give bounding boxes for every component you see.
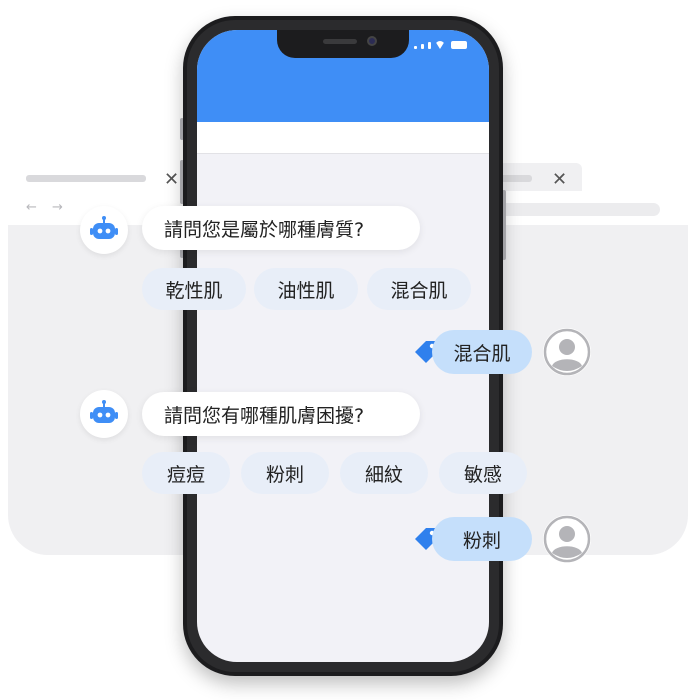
user-message-skin-concern: 粉刺 [432,517,532,561]
bot-message-skin-concern: 請問您有哪種肌膚困擾? [142,392,420,436]
option-blackheads[interactable]: 粉刺 [241,452,329,494]
user-message-skin-type: 混合肌 [432,330,532,374]
option-fine-lines[interactable]: 細紋 [340,452,428,494]
option-combination-skin[interactable]: 混合肌 [367,268,471,310]
bg-tab-title-left [26,175,146,182]
option-dry-skin[interactable]: 乾性肌 [142,268,246,310]
user-avatar-svg [543,515,591,563]
robot-icon [80,390,128,438]
robot-icon [80,206,128,254]
phone-power-button [502,190,506,260]
option-sensitive[interactable]: 敏感 [439,452,527,494]
user-avatar-svg [543,328,591,376]
bg-browser-window-right [490,225,688,555]
speaker-grille [323,39,357,44]
status-bar-icons [414,41,467,49]
close-icon[interactable]: ✕ [164,169,180,190]
option-acne[interactable]: 痘痘 [142,452,230,494]
user-avatar-icon [543,515,591,563]
phone-mute-switch [180,118,184,140]
front-camera [367,36,377,46]
app-subheader [197,122,489,154]
signal-icon [414,46,417,49]
bot-message-skin-type: 請問您是屬於哪種膚質? [142,206,420,250]
forward-arrow-icon[interactable]: → [52,200,63,215]
close-icon[interactable]: ✕ [552,169,568,190]
user-avatar-icon [543,328,591,376]
back-arrow-icon[interactable]: ← [26,200,37,215]
bg-tab-title-right [498,175,532,182]
phone-volume-up [180,160,184,204]
bg-address-bar [498,203,660,216]
robot-icon-svg [90,216,118,239]
battery-icon [451,41,467,49]
robot-icon-svg [90,400,118,423]
option-oily-skin[interactable]: 油性肌 [254,268,358,310]
phone-notch [277,30,409,58]
wifi-icon [435,41,445,49]
